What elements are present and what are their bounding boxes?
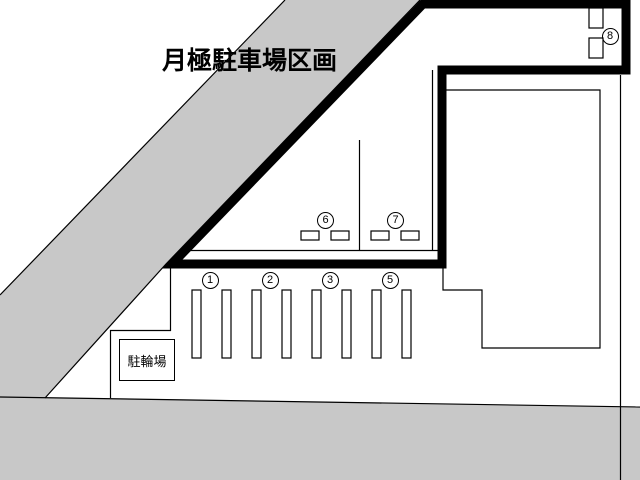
diagram-title: 月極駐車場区画 [162, 47, 338, 75]
spot-label-7: 7 [387, 212, 404, 229]
parking-line-4 [281, 289, 292, 359]
parking-line-7 [371, 289, 382, 359]
parking-line-1 [191, 289, 202, 359]
ground-area [0, 397, 640, 480]
spot-label-6: 6 [317, 212, 334, 229]
spot-label-5: 5 [381, 271, 399, 289]
bicycle-parking-label: 駐輪場 [127, 353, 167, 369]
spot8-stall-b [588, 37, 604, 59]
wheel-stop-6a [300, 230, 320, 241]
parking-line-5 [311, 289, 322, 359]
spot-label-2: 2 [261, 271, 279, 289]
parking-line-3 [251, 289, 262, 359]
parking-line-8 [401, 289, 412, 359]
wheel-stop-7a [370, 230, 390, 241]
road-edge-line-left [0, 0, 286, 296]
wheel-stop-7b [400, 230, 420, 241]
wheel-stop-6b [330, 230, 350, 241]
bicycle-parking-box: 駐輪場 [119, 339, 175, 381]
parking-line-6 [341, 289, 352, 359]
spot-label-1: 1 [201, 271, 219, 289]
building-outline [442, 89, 601, 349]
spot-label-8: 8 [601, 27, 619, 45]
spot8-stall-a [588, 7, 604, 29]
ground-edge-line [0, 396, 640, 408]
spot-label-3: 3 [321, 271, 339, 289]
monthly-lot-boundary [161, 0, 631, 269]
parking-line-2 [221, 289, 232, 359]
road-diagonal [0, 0, 420, 398]
